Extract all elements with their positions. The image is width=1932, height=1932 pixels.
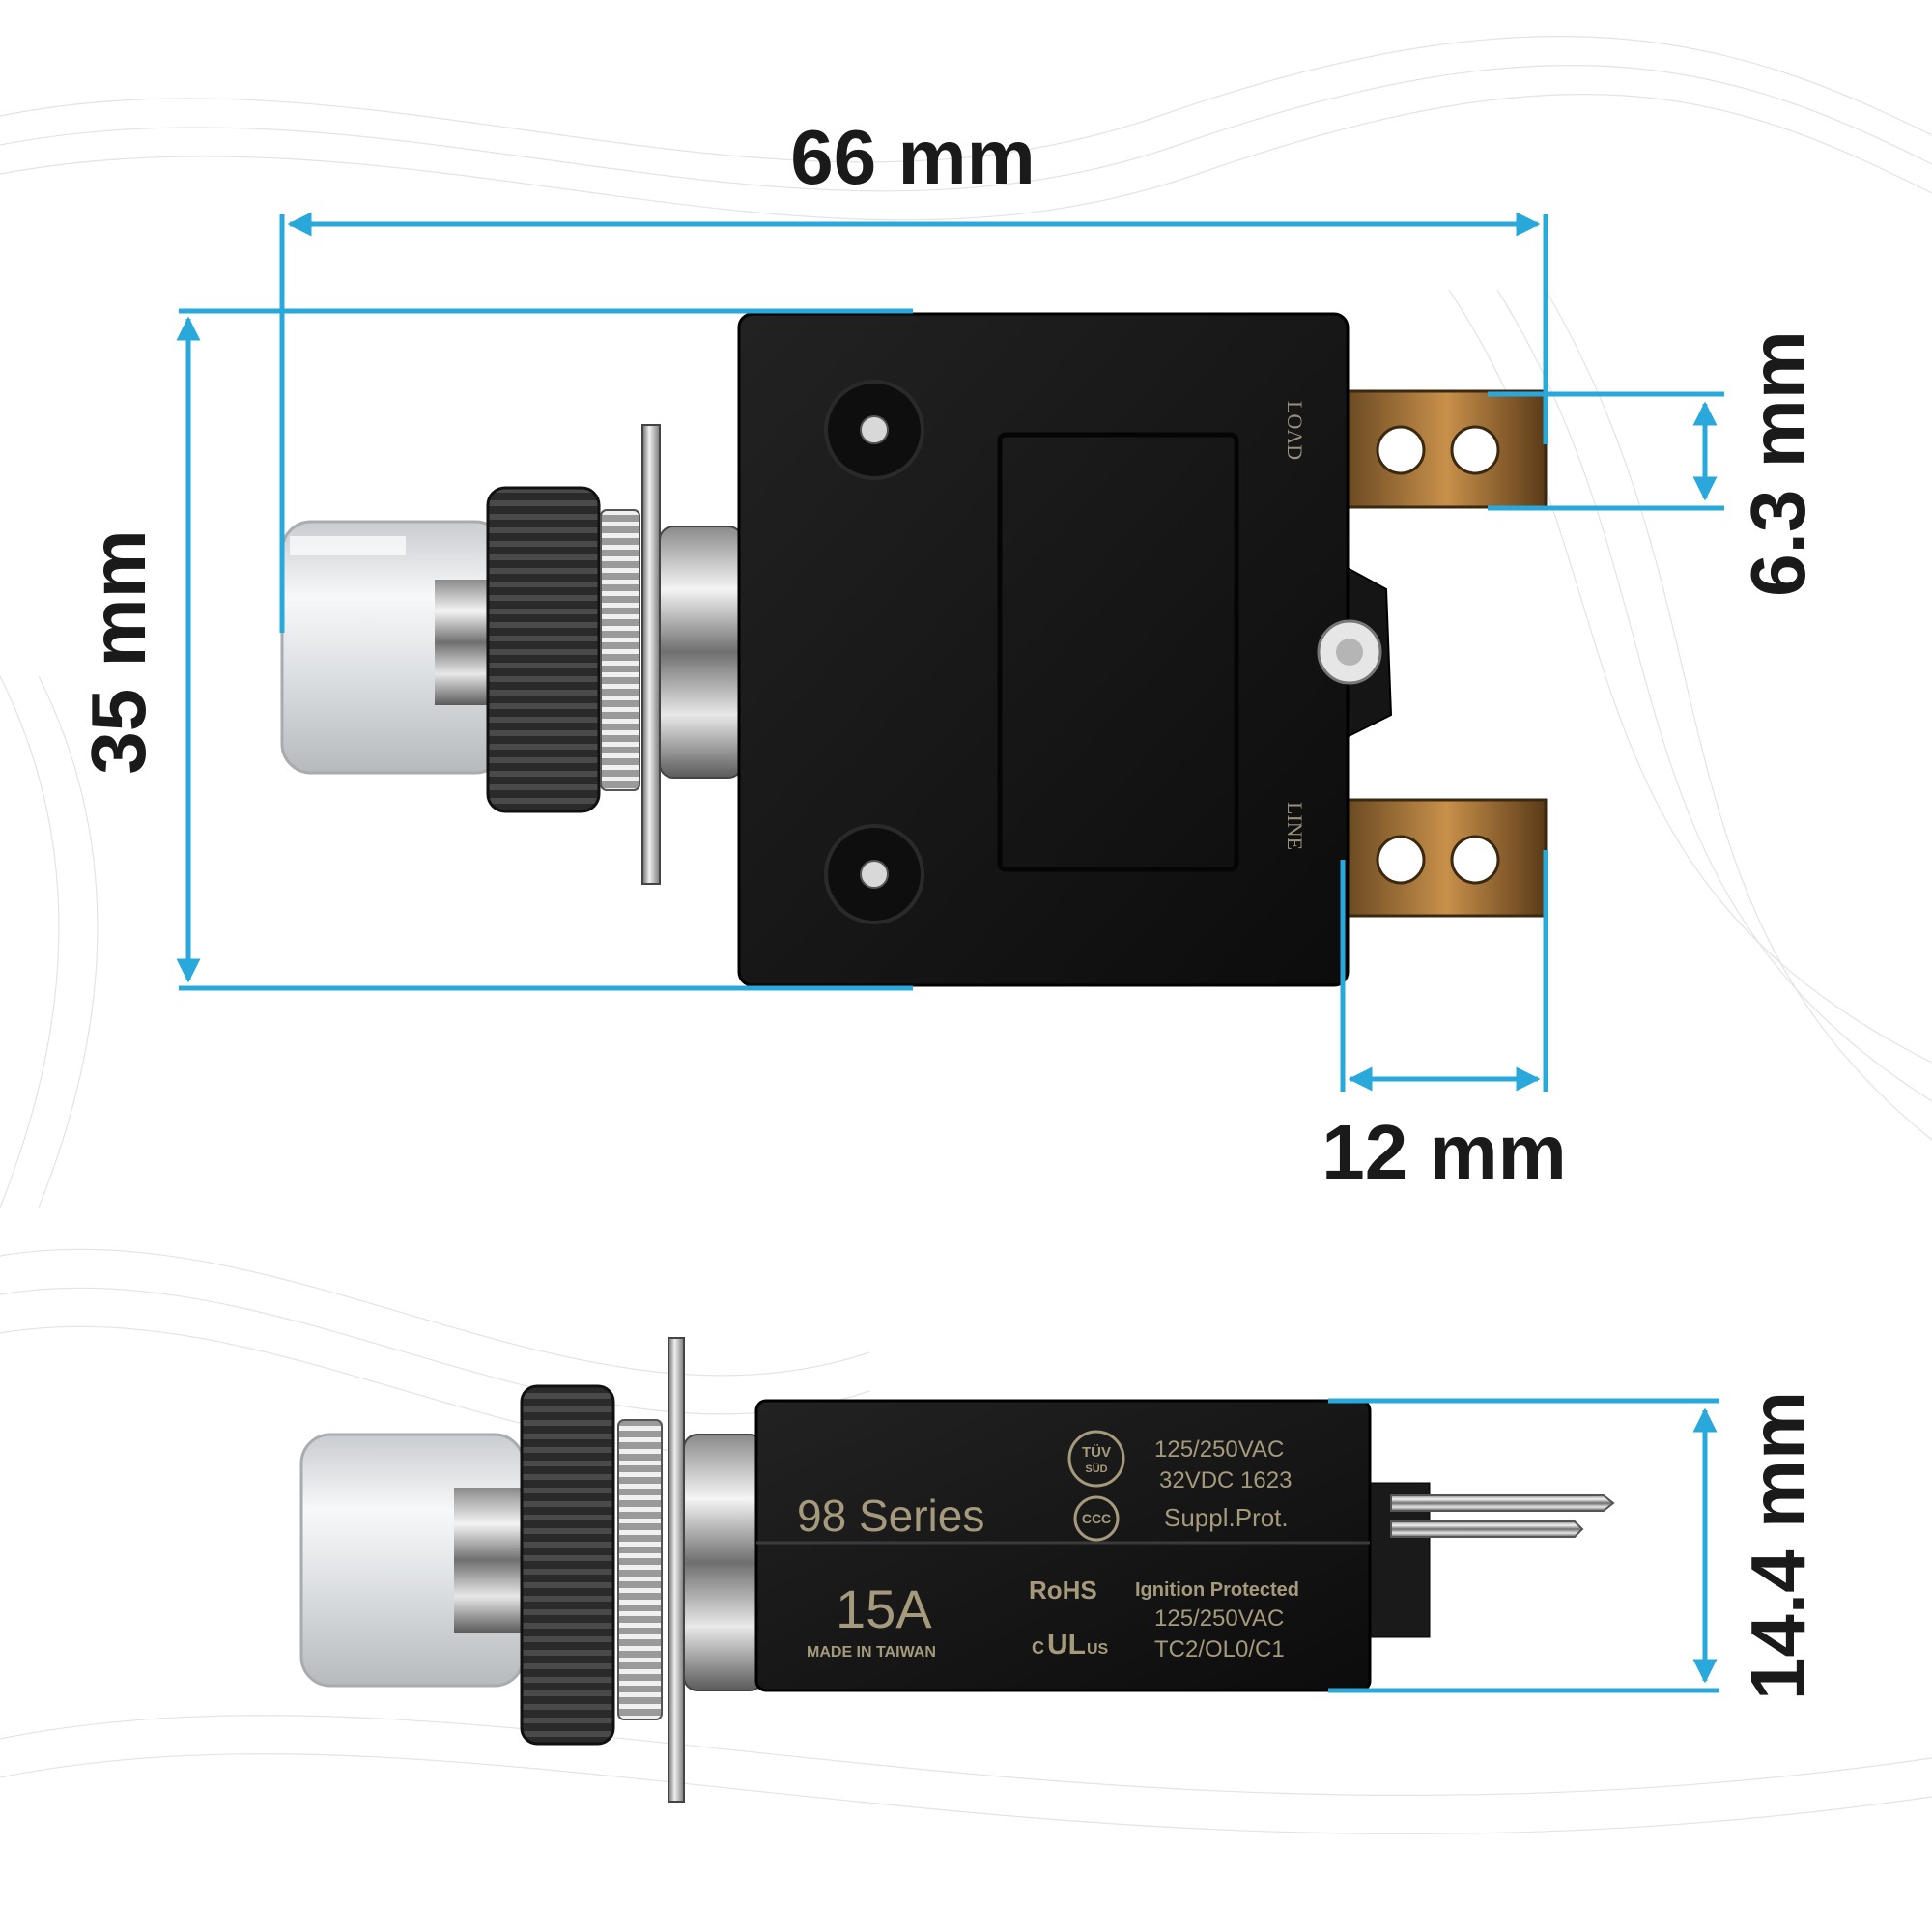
ccc-mark-icon: CCC xyxy=(1073,1495,1120,1542)
breaker-body-side xyxy=(754,1399,1372,1692)
amperage-text: 15A xyxy=(836,1578,932,1639)
ul-mark-text: UL xyxy=(1047,1629,1086,1661)
breaker-side-view: TÜV SÜD 125/250VAC 32VDC 1623 98 Series … xyxy=(299,1337,1615,1803)
label-recess xyxy=(997,432,1239,872)
plunger-side xyxy=(454,1488,531,1633)
line-label: LINE xyxy=(1283,802,1307,850)
thickness-label: 14.4 mm xyxy=(1735,1391,1821,1700)
codes-text: TC2/OL0/C1 xyxy=(1154,1636,1285,1662)
tuv-bottom-text: SÜD xyxy=(1085,1463,1107,1475)
rivet-bottom xyxy=(824,824,924,924)
terminal-length-label: 12 mm xyxy=(1321,1109,1566,1195)
knurled-nut-side xyxy=(520,1384,615,1746)
dimension-lines xyxy=(176,212,1724,1693)
mounting-plate xyxy=(641,424,661,885)
screw-icon xyxy=(1317,619,1382,685)
threaded-bushing xyxy=(659,526,743,779)
cap-highlight xyxy=(290,536,406,555)
series-text: 98 Series xyxy=(797,1491,984,1541)
load-label: LOAD xyxy=(1283,401,1307,460)
rivet-top xyxy=(824,380,924,480)
terminal-pin-lower xyxy=(1390,1520,1584,1538)
terminal-pin-upper xyxy=(1390,1494,1615,1512)
knurled-washer-side xyxy=(617,1419,663,1720)
line-terminal xyxy=(1346,798,1548,918)
breaker-top-view: LOAD LINE xyxy=(280,312,1548,987)
tuv-mark-icon: TÜV SÜD xyxy=(1067,1430,1125,1488)
ul-c-text: C xyxy=(1032,1638,1044,1658)
knurled-washer xyxy=(600,509,640,791)
mounting-plate-side xyxy=(668,1337,685,1803)
ignition-text: Ignition Protected xyxy=(1135,1579,1299,1601)
rohs-text: RoHS xyxy=(1029,1576,1097,1605)
ccc-mark-text: CCC xyxy=(1082,1511,1111,1526)
ul-us-text: US xyxy=(1087,1641,1109,1658)
ul-mark-icon: C UL US xyxy=(1032,1629,1109,1661)
width-label: 66 mm xyxy=(790,114,1035,200)
load-terminal xyxy=(1346,389,1548,509)
terminal-width-label: 6.3 mm xyxy=(1735,330,1821,597)
height-label: 35 mm xyxy=(75,529,161,774)
tuv-top-text: TÜV xyxy=(1082,1444,1111,1461)
made-in-text: MADE IN TAIWAN xyxy=(807,1644,936,1661)
rating-ac-text: 125/250VAC xyxy=(1154,1436,1284,1463)
knurled-nut xyxy=(486,486,601,813)
rating-ac-2-text: 125/250VAC xyxy=(1154,1605,1284,1632)
suppl-text: Suppl.Prot. xyxy=(1164,1503,1289,1532)
background-waves xyxy=(0,36,1932,1835)
rating-dc-text: 32VDC 1623 xyxy=(1159,1467,1292,1493)
bushing-side xyxy=(683,1434,764,1691)
